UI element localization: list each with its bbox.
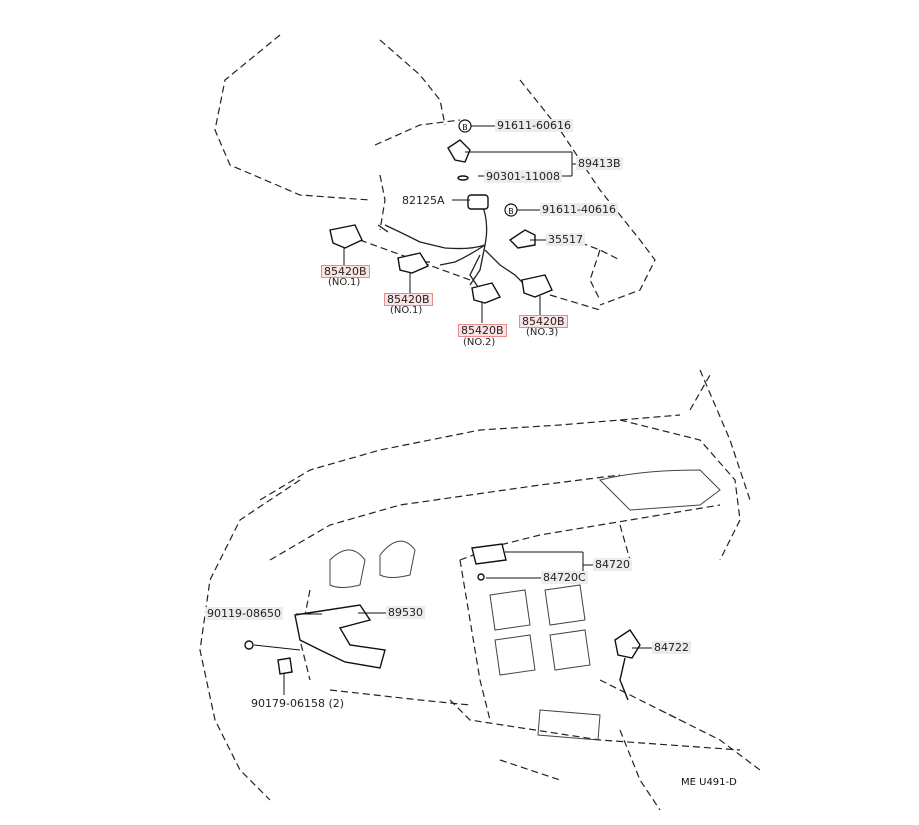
part-label-90119-08650[interactable]: 90119-08650 bbox=[205, 607, 283, 620]
sensor-label-85420b-no1-left[interactable]: 85420B bbox=[321, 265, 370, 278]
part-label-84722[interactable]: 84722 bbox=[652, 641, 691, 654]
sensor-sub-no1-right: (NO.1) bbox=[390, 305, 423, 316]
dashboard-outline bbox=[199, 369, 761, 811]
part-label-84720c[interactable]: 84720C bbox=[541, 571, 588, 584]
sensor-sub-no3: (NO.3) bbox=[526, 327, 559, 338]
part-label-90301-11008[interactable]: 90301-11008 bbox=[484, 170, 562, 183]
bolt-marker-2-label: B bbox=[508, 207, 514, 216]
top-components bbox=[329, 139, 553, 304]
part-label-35517[interactable]: 35517 bbox=[546, 233, 585, 246]
dashboard-vents bbox=[329, 469, 721, 741]
part-label-89530[interactable]: 89530 bbox=[386, 606, 425, 619]
part-label-90179-06158[interactable]: 90179-06158 (2) bbox=[251, 697, 345, 710]
part-label-91611-40616[interactable]: 91611-40616 bbox=[540, 203, 618, 216]
sensor-label-85420b-no2[interactable]: 85420B bbox=[458, 324, 507, 337]
part-label-82125a[interactable]: 82125A bbox=[402, 194, 445, 207]
part-label-84720[interactable]: 84720 bbox=[593, 558, 632, 571]
part-label-91611-60616[interactable]: 91611-60616 bbox=[495, 119, 573, 132]
bottom-components bbox=[244, 543, 641, 701]
bolt-marker-1-label: B bbox=[462, 123, 468, 132]
sensor-sub-no2: (NO.2) bbox=[463, 337, 496, 348]
bolt-marker-2 bbox=[504, 203, 518, 217]
part-label-89413b[interactable]: 89413B bbox=[576, 157, 623, 170]
upper-body-outline bbox=[214, 34, 656, 311]
sensor-label-85420b-no1-right[interactable]: 85420B bbox=[384, 293, 433, 306]
diagram-code: ME U491-D bbox=[681, 777, 737, 788]
wire-harness bbox=[377, 199, 526, 291]
bolt-marker-1 bbox=[458, 119, 472, 133]
sensor-label-85420b-no3[interactable]: 85420B bbox=[519, 315, 568, 328]
sensor-sub-no1-left: (NO.1) bbox=[328, 277, 361, 288]
